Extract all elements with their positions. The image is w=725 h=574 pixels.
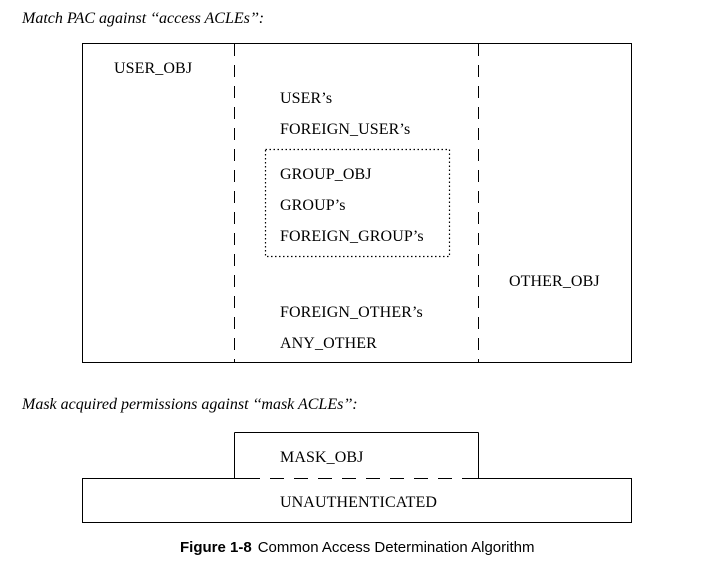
group-dotted-box [264,148,451,258]
foreign-user-label: FOREIGN_USER’s [280,121,411,138]
user-label: USER’s [280,90,333,107]
foreign-other-label: FOREIGN_OTHER’s [280,304,423,321]
figure-number: Figure 1-8 [180,539,252,556]
figure-caption: Figure 1-8 Common Access Determination Al… [180,539,534,557]
other-obj-label: OTHER_OBJ [509,273,600,290]
mask-obj-label: MASK_OBJ [280,449,364,466]
any-other-label: ANY_OTHER [280,335,377,352]
foreign-group-label: FOREIGN_GROUP’s [280,228,424,245]
user-obj-label: USER_OBJ [114,60,193,77]
unauthenticated-label: UNAUTHENTICATED [280,494,438,511]
access-heading: Match PAC against ‘‘access ACLEs’’: [22,10,265,27]
group-obj-label: GROUP_OBJ [280,166,372,183]
figure-title: Common Access Determination Algorithm [257,539,535,556]
group-label: GROUP’s [280,197,346,214]
access-outer-box [82,43,632,363]
mask-heading: Mask acquired permissions against ‘‘mask… [22,396,358,413]
